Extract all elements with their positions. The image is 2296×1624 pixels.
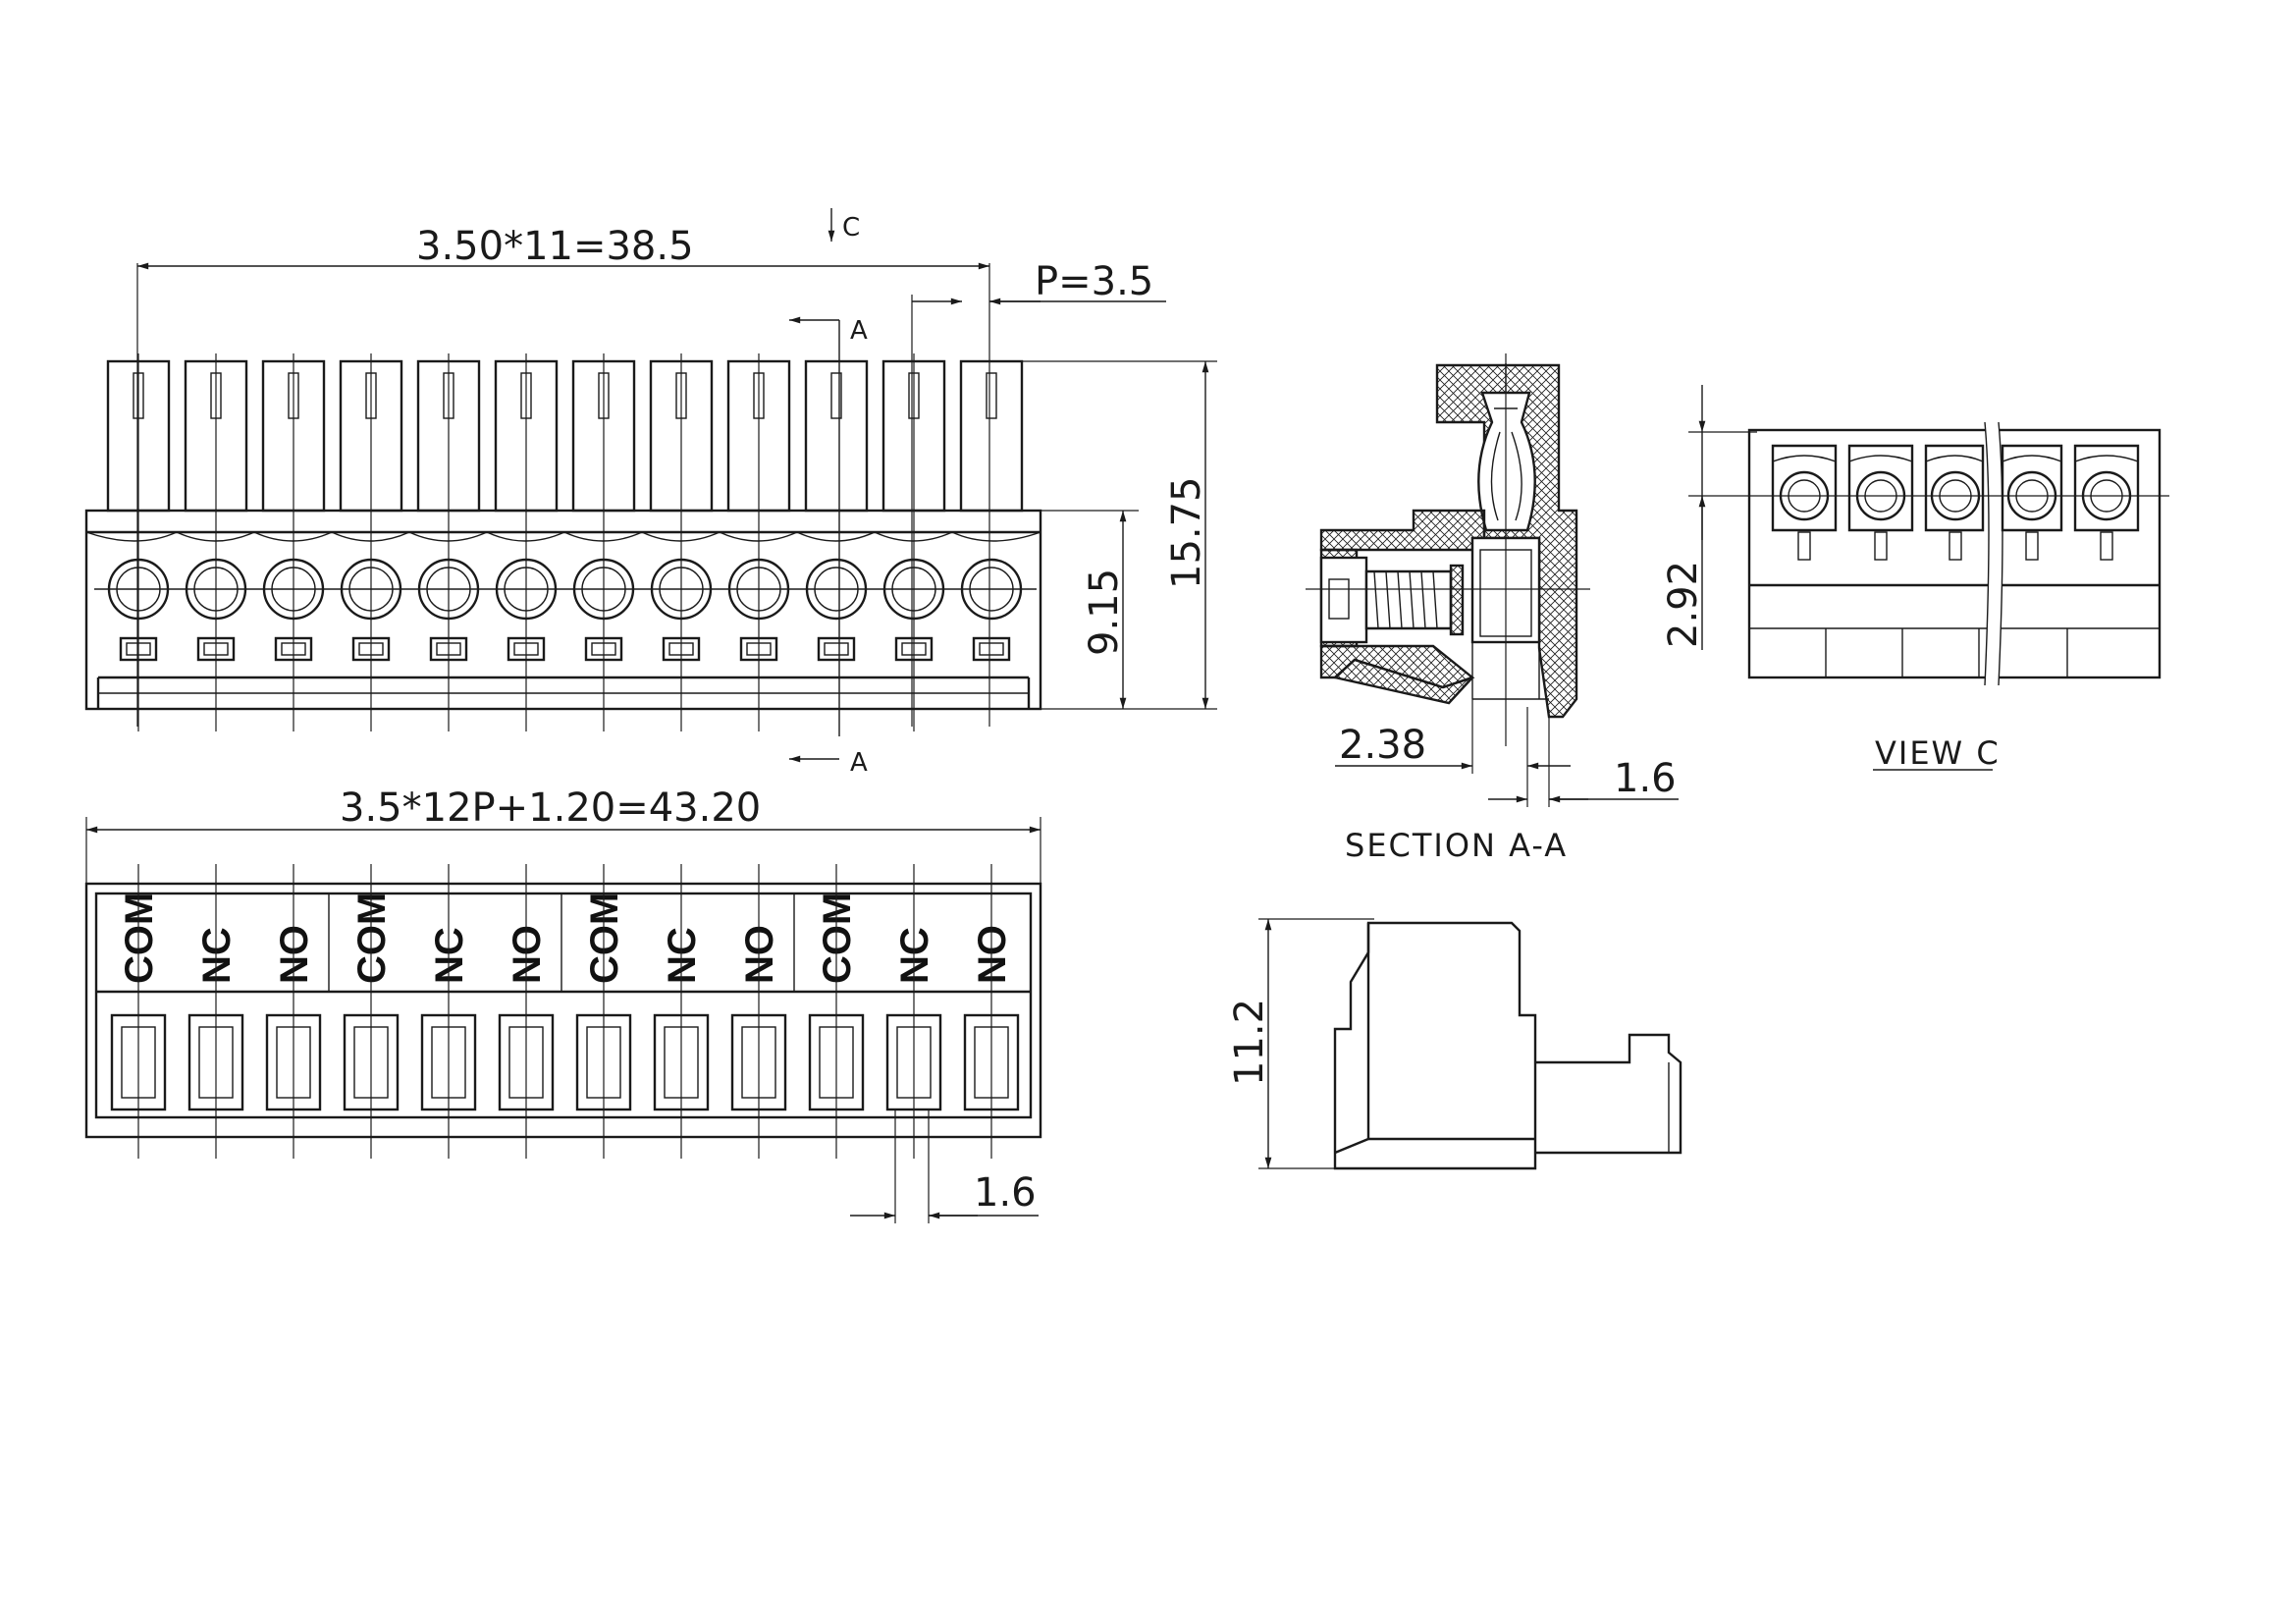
view-c: 2.92 VIEW C (1661, 385, 2169, 772)
section-caption: SECTION A-A (1345, 827, 1568, 864)
pin-label: NO (738, 925, 781, 984)
dim-section-a: 2.38 (1339, 723, 1426, 768)
side-view: 11.2 (1227, 918, 1682, 1170)
dim-bottom-offset: 1.6 (974, 1170, 1037, 1216)
dim-section-b: 1.6 (1614, 756, 1677, 801)
view-c-marker: C (842, 213, 860, 243)
pin-label: NO (506, 925, 549, 984)
pin-label: NO (971, 925, 1014, 984)
pin-label: NC (195, 927, 239, 984)
pin-label: COM (118, 893, 161, 984)
dim-length-total: 3.5*12P+1.20=43.20 (340, 785, 761, 831)
pin-labels: COM NC NO COM NC NO COM NC NO COM NC NO (118, 893, 1014, 984)
pin-label: NC (661, 927, 704, 984)
dim-height-total: 15.75 (1164, 476, 1209, 589)
front-view: 3.50*11=38.5 C P=3.5 A A (84, 208, 1217, 778)
pin-label: COM (350, 893, 394, 984)
pin-label: COM (816, 893, 859, 984)
view-c-terminals (1771, 444, 2140, 561)
pin-centerlines (137, 353, 915, 731)
dim-side-height: 11.2 (1227, 999, 1272, 1086)
test-windows (119, 636, 1011, 662)
section-a-marker-top: A (850, 316, 868, 346)
pin-label: NC (893, 927, 936, 984)
view-caption: VIEW C (1875, 734, 2001, 772)
pin-label: NO (273, 925, 316, 984)
section-a-marker-bottom: A (850, 748, 868, 778)
dim-view-c: 2.92 (1661, 561, 1706, 648)
wire-entries (110, 1013, 1020, 1111)
pin-label: NC (428, 927, 471, 984)
section-a-a: 2.38 1.6 SECTION A-A (1306, 353, 1679, 864)
dim-pitch-total: 3.50*11=38.5 (416, 224, 694, 269)
bottom-view: 3.5*12P+1.20=43.20 COM NC NO COM NC NO C… (84, 785, 1042, 1223)
screw-holes (85, 531, 1041, 621)
dim-height-body: 9.15 (1082, 568, 1127, 656)
dim-pitch: P=3.5 (1035, 259, 1153, 304)
pin-label: COM (583, 893, 626, 984)
plug-tabs (106, 359, 1024, 513)
